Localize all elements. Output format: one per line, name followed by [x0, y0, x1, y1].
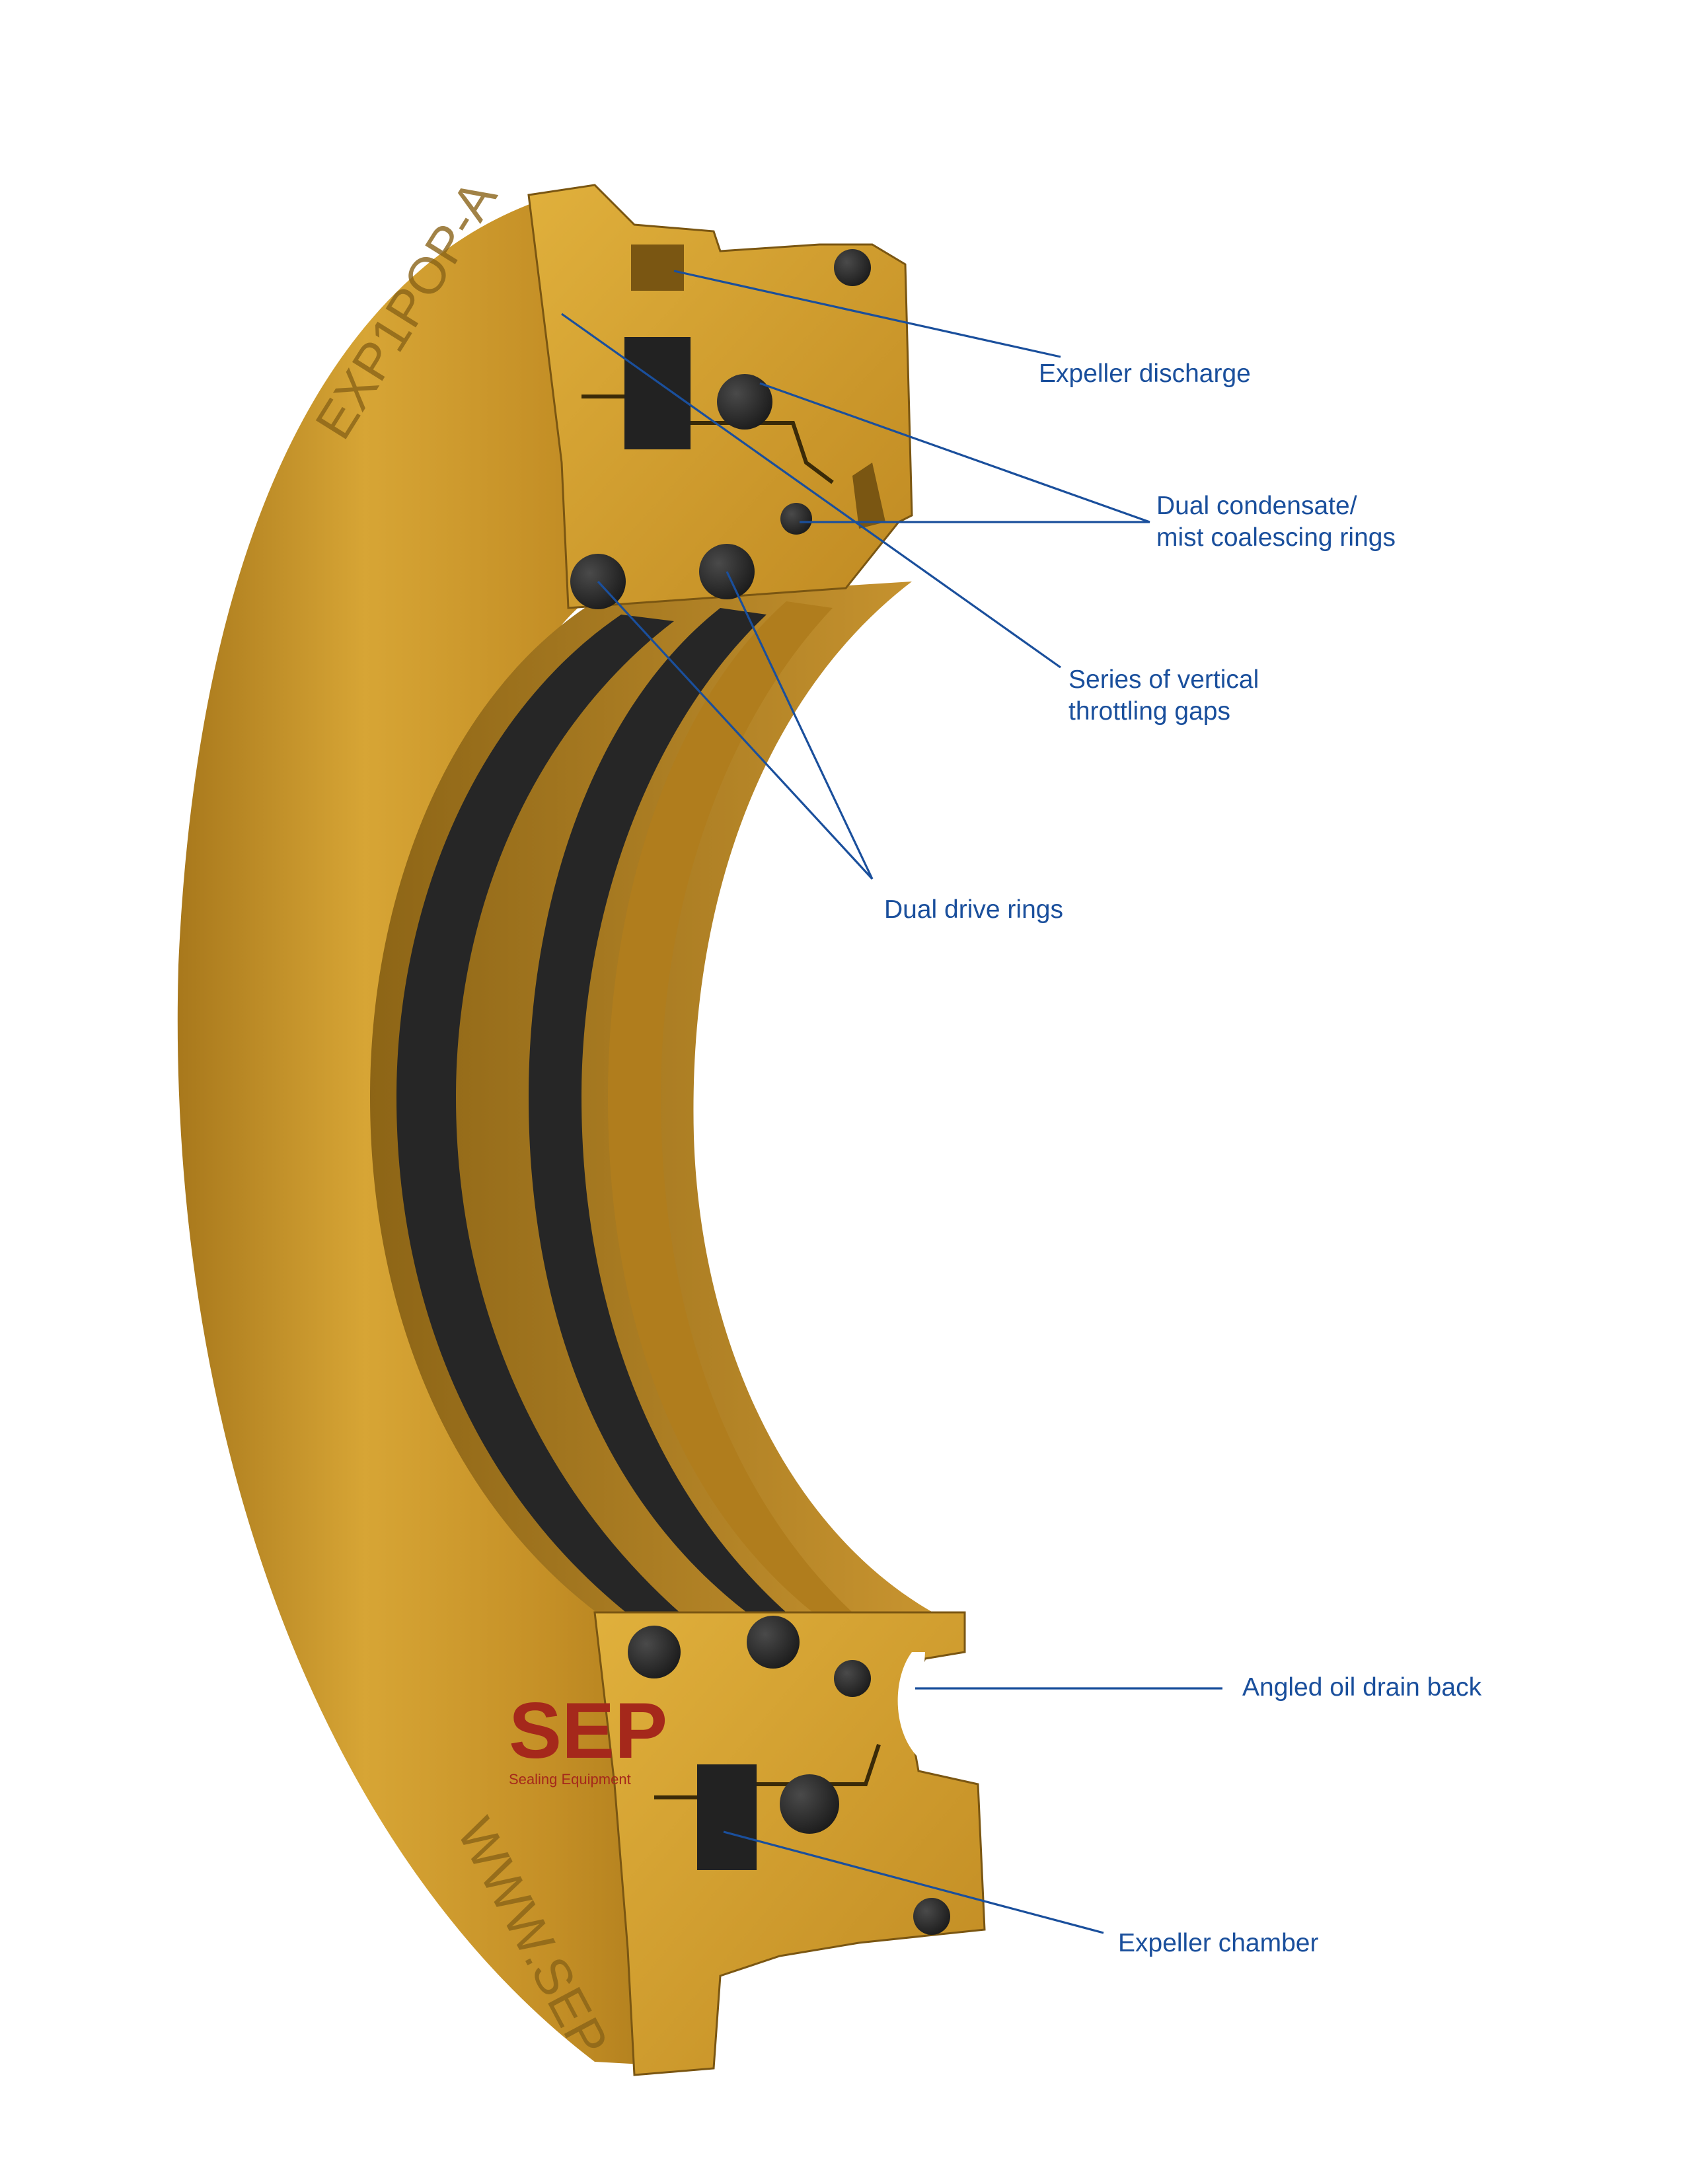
callout-dual-condensate-line1: Dual condensate/ [1156, 492, 1357, 520]
expeller-chamber-cavity [697, 1764, 757, 1870]
leader-throttling-gaps [561, 313, 1061, 669]
leader-drive-ring-1 [597, 580, 874, 880]
bottom-cross-section [593, 1611, 986, 2076]
callout-expeller-discharge: Expeller discharge [1039, 359, 1251, 388]
drive-ring-bottom-2 [747, 1616, 800, 1669]
bottom-discharge-ring [913, 1898, 950, 1935]
angled-oil-drain-notch [897, 1652, 925, 1758]
callout-dual-drive-rings: Dual drive rings [884, 895, 1063, 924]
coalescing-ring-bottom-small [834, 1660, 871, 1697]
leader-drive-ring-2 [726, 571, 874, 880]
drive-ring-bottom-1 [628, 1626, 681, 1678]
coalescing-ring-lower [780, 503, 812, 535]
leader-expeller-discharge [673, 270, 1061, 358]
callout-vertical-gaps-line1: Series of vertical [1068, 665, 1259, 694]
brand-logo: SEP [509, 1686, 667, 1775]
drive-ring-band-2 [529, 608, 786, 1612]
bore-land [608, 601, 852, 1612]
leader-expeller-chamber [723, 1830, 1104, 1934]
discharge-ring [834, 249, 871, 286]
expeller-discharge-port [631, 245, 684, 291]
coalescing-ring-upper [717, 374, 772, 430]
leader-coalescing-1 [759, 382, 1150, 523]
top-expeller-cavity [624, 337, 691, 449]
brand-tagline: Sealing Equipment [509, 1771, 631, 1788]
callout-dual-condensate-line2: mist coalescing rings [1156, 523, 1396, 552]
callout-angled-oil-drain: Angled oil drain back [1242, 1673, 1482, 1702]
coalescing-ring-bottom-large [780, 1774, 839, 1834]
callout-expeller-chamber: Expeller chamber [1118, 1929, 1319, 1957]
drive-ring-band-1 [396, 615, 687, 1619]
callout-vertical-gaps-line2: throttling gaps [1068, 697, 1230, 726]
top-drain-notch [852, 463, 885, 529]
